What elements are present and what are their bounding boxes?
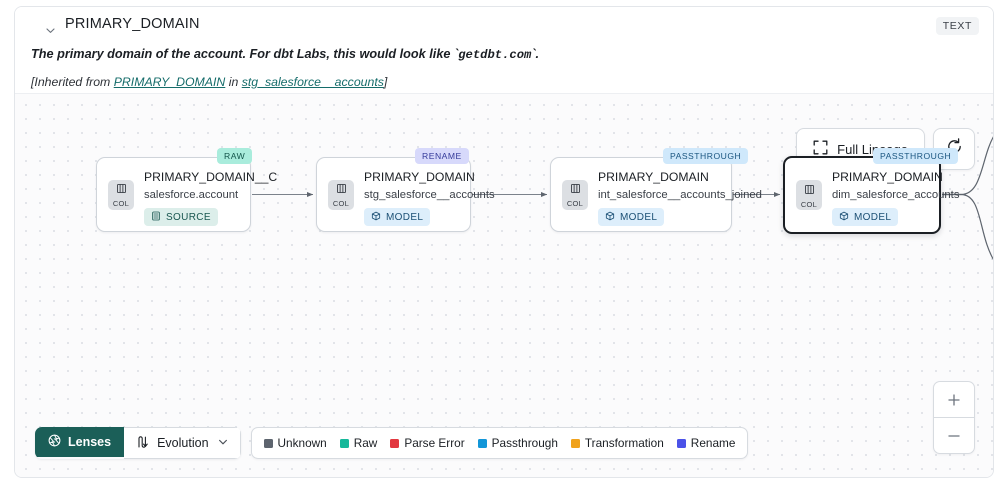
legend-label: Parse Error — [404, 436, 465, 450]
node-kind-label: MODEL — [386, 211, 424, 223]
columns-icon — [336, 181, 347, 199]
chevron-down-icon — [217, 436, 229, 451]
legend-item[interactable]: Parse Error — [390, 436, 465, 450]
node-lineage-tag: RENAME — [415, 148, 469, 164]
cube-icon — [839, 211, 849, 224]
legend-item[interactable]: Unknown — [263, 436, 327, 450]
lineage-node[interactable]: PASSTHROUGH COL PRIMARY_DOMAIN int_salesfor… — [550, 148, 762, 232]
node-kind-label: SOURCE — [166, 211, 211, 223]
zoom-out-button[interactable] — [934, 418, 974, 453]
type-badge: TEXT — [935, 17, 979, 35]
legend-label: Rename — [690, 436, 736, 450]
node-kind-label: MODEL — [854, 211, 892, 223]
column-lineage-panel: PRIMARY_DOMAIN TEXT The primary domain o… — [14, 6, 994, 478]
description-prefix: The primary domain of the account. For d… — [31, 47, 459, 61]
database-icon — [151, 211, 161, 224]
cube-icon — [605, 211, 615, 224]
node-dataset-name: salesforce.account — [144, 189, 239, 201]
inherited-mid: in — [225, 75, 242, 89]
legend-swatch — [339, 438, 349, 448]
node-column-name: PRIMARY_DOMAIN — [598, 170, 709, 184]
lineage-node[interactable]: RENAME COL PRIMARY_DOMAIN stg_salesforce__a… — [316, 148, 495, 232]
node-kind-badge: MODEL — [598, 208, 665, 226]
columns-icon — [570, 181, 581, 199]
inherited-suffix: ] — [383, 75, 388, 89]
panel-header: PRIMARY_DOMAIN TEXT The primary domain o… — [15, 7, 993, 93]
node-dataset-name: dim_salesforce_accounts — [832, 189, 960, 201]
node-lineage-tag: PASSTHROUGH — [873, 148, 959, 164]
description-suffix: `. — [531, 47, 540, 61]
inherited-prefix: [Inherited from — [31, 75, 114, 89]
canvas-bottom-bar: Lenses Evolution — [35, 427, 749, 459]
column-chip: COL — [796, 180, 822, 210]
column-chip: COL — [328, 179, 354, 210]
columns-icon — [116, 181, 127, 199]
lenses-control-group: Lenses Evolution — [35, 427, 241, 459]
legend-item[interactable]: Transformation — [570, 436, 664, 450]
legend-item[interactable]: Rename — [676, 436, 736, 450]
description-code: getdbt.com — [458, 48, 532, 62]
page-title: PRIMARY_DOMAIN — [65, 16, 200, 32]
legend-swatch — [570, 438, 580, 448]
legend-swatch — [676, 438, 686, 448]
lineage-legend: Unknown Raw Parse Error Passthrough Transfor… — [250, 427, 749, 459]
node-kind-badge: MODEL — [364, 208, 431, 226]
column-chip: COL — [108, 179, 134, 210]
zoom-divider — [934, 417, 974, 418]
legend-label: Passthrough — [491, 436, 558, 450]
node-dataset-name: int_salesforce__accounts_joined — [598, 189, 762, 201]
node-kind-badge: MODEL — [832, 208, 899, 226]
inherited-from-note: [Inherited from PRIMARY_DOMAIN in stg_sa… — [31, 75, 973, 89]
evolution-label: Evolution — [157, 436, 209, 450]
lineage-edges — [252, 136, 993, 260]
node-kind-label: MODEL — [620, 211, 658, 223]
node-dataset-name: stg_salesforce__accounts — [364, 189, 495, 201]
expand-icon — [813, 140, 828, 158]
node-column-name: PRIMARY_DOMAIN__C — [144, 170, 278, 184]
node-kind-badge: SOURCE — [144, 208, 218, 226]
inherited-column-link[interactable]: PRIMARY_DOMAIN — [113, 75, 226, 89]
column-chip-label: COL — [332, 199, 350, 209]
chevron-down-icon[interactable] — [39, 19, 61, 41]
lineage-node[interactable]: RAW COL PRIMARY_DOMAIN__C salesforce.accoun… — [96, 148, 277, 232]
legend-swatch — [477, 438, 487, 448]
legend-item[interactable]: Raw — [339, 436, 378, 450]
zoom-in-button[interactable] — [934, 382, 974, 417]
edge-out-lower — [942, 193, 993, 260]
lineage-node[interactable]: PASSTHROUGH COL PRIMARY_DOMAIN dim_salesfor… — [783, 148, 959, 234]
lenses-button[interactable]: Lenses — [35, 427, 125, 457]
zoom-controls — [933, 381, 975, 454]
column-description: The primary domain of the account. For d… — [31, 47, 973, 62]
columns-icon — [804, 182, 815, 200]
column-chip-label: COL — [566, 199, 584, 209]
cube-icon — [371, 211, 381, 224]
node-column-name: PRIMARY_DOMAIN — [364, 170, 475, 184]
sort-arrows-icon — [135, 435, 149, 452]
column-chip: COL — [562, 179, 588, 210]
legend-label: Raw — [353, 436, 378, 450]
column-chip-label: COL — [112, 199, 130, 209]
legend-item[interactable]: Passthrough — [477, 436, 558, 450]
legend-swatch — [263, 438, 273, 448]
node-lineage-tag: RAW — [217, 148, 253, 164]
node-lineage-tag: PASSTHROUGH — [663, 148, 749, 164]
legend-label: Transformation — [584, 436, 664, 450]
legend-swatch — [390, 438, 400, 448]
evolution-dropdown[interactable]: Evolution — [124, 427, 241, 459]
aperture-icon — [48, 434, 61, 450]
lenses-label: Lenses — [68, 435, 112, 449]
column-chip-label: COL — [800, 199, 818, 209]
inherited-model-link[interactable]: stg_salesforce__accounts — [241, 75, 384, 89]
legend-label: Unknown — [277, 436, 327, 450]
node-column-name: PRIMARY_DOMAIN — [832, 170, 943, 184]
